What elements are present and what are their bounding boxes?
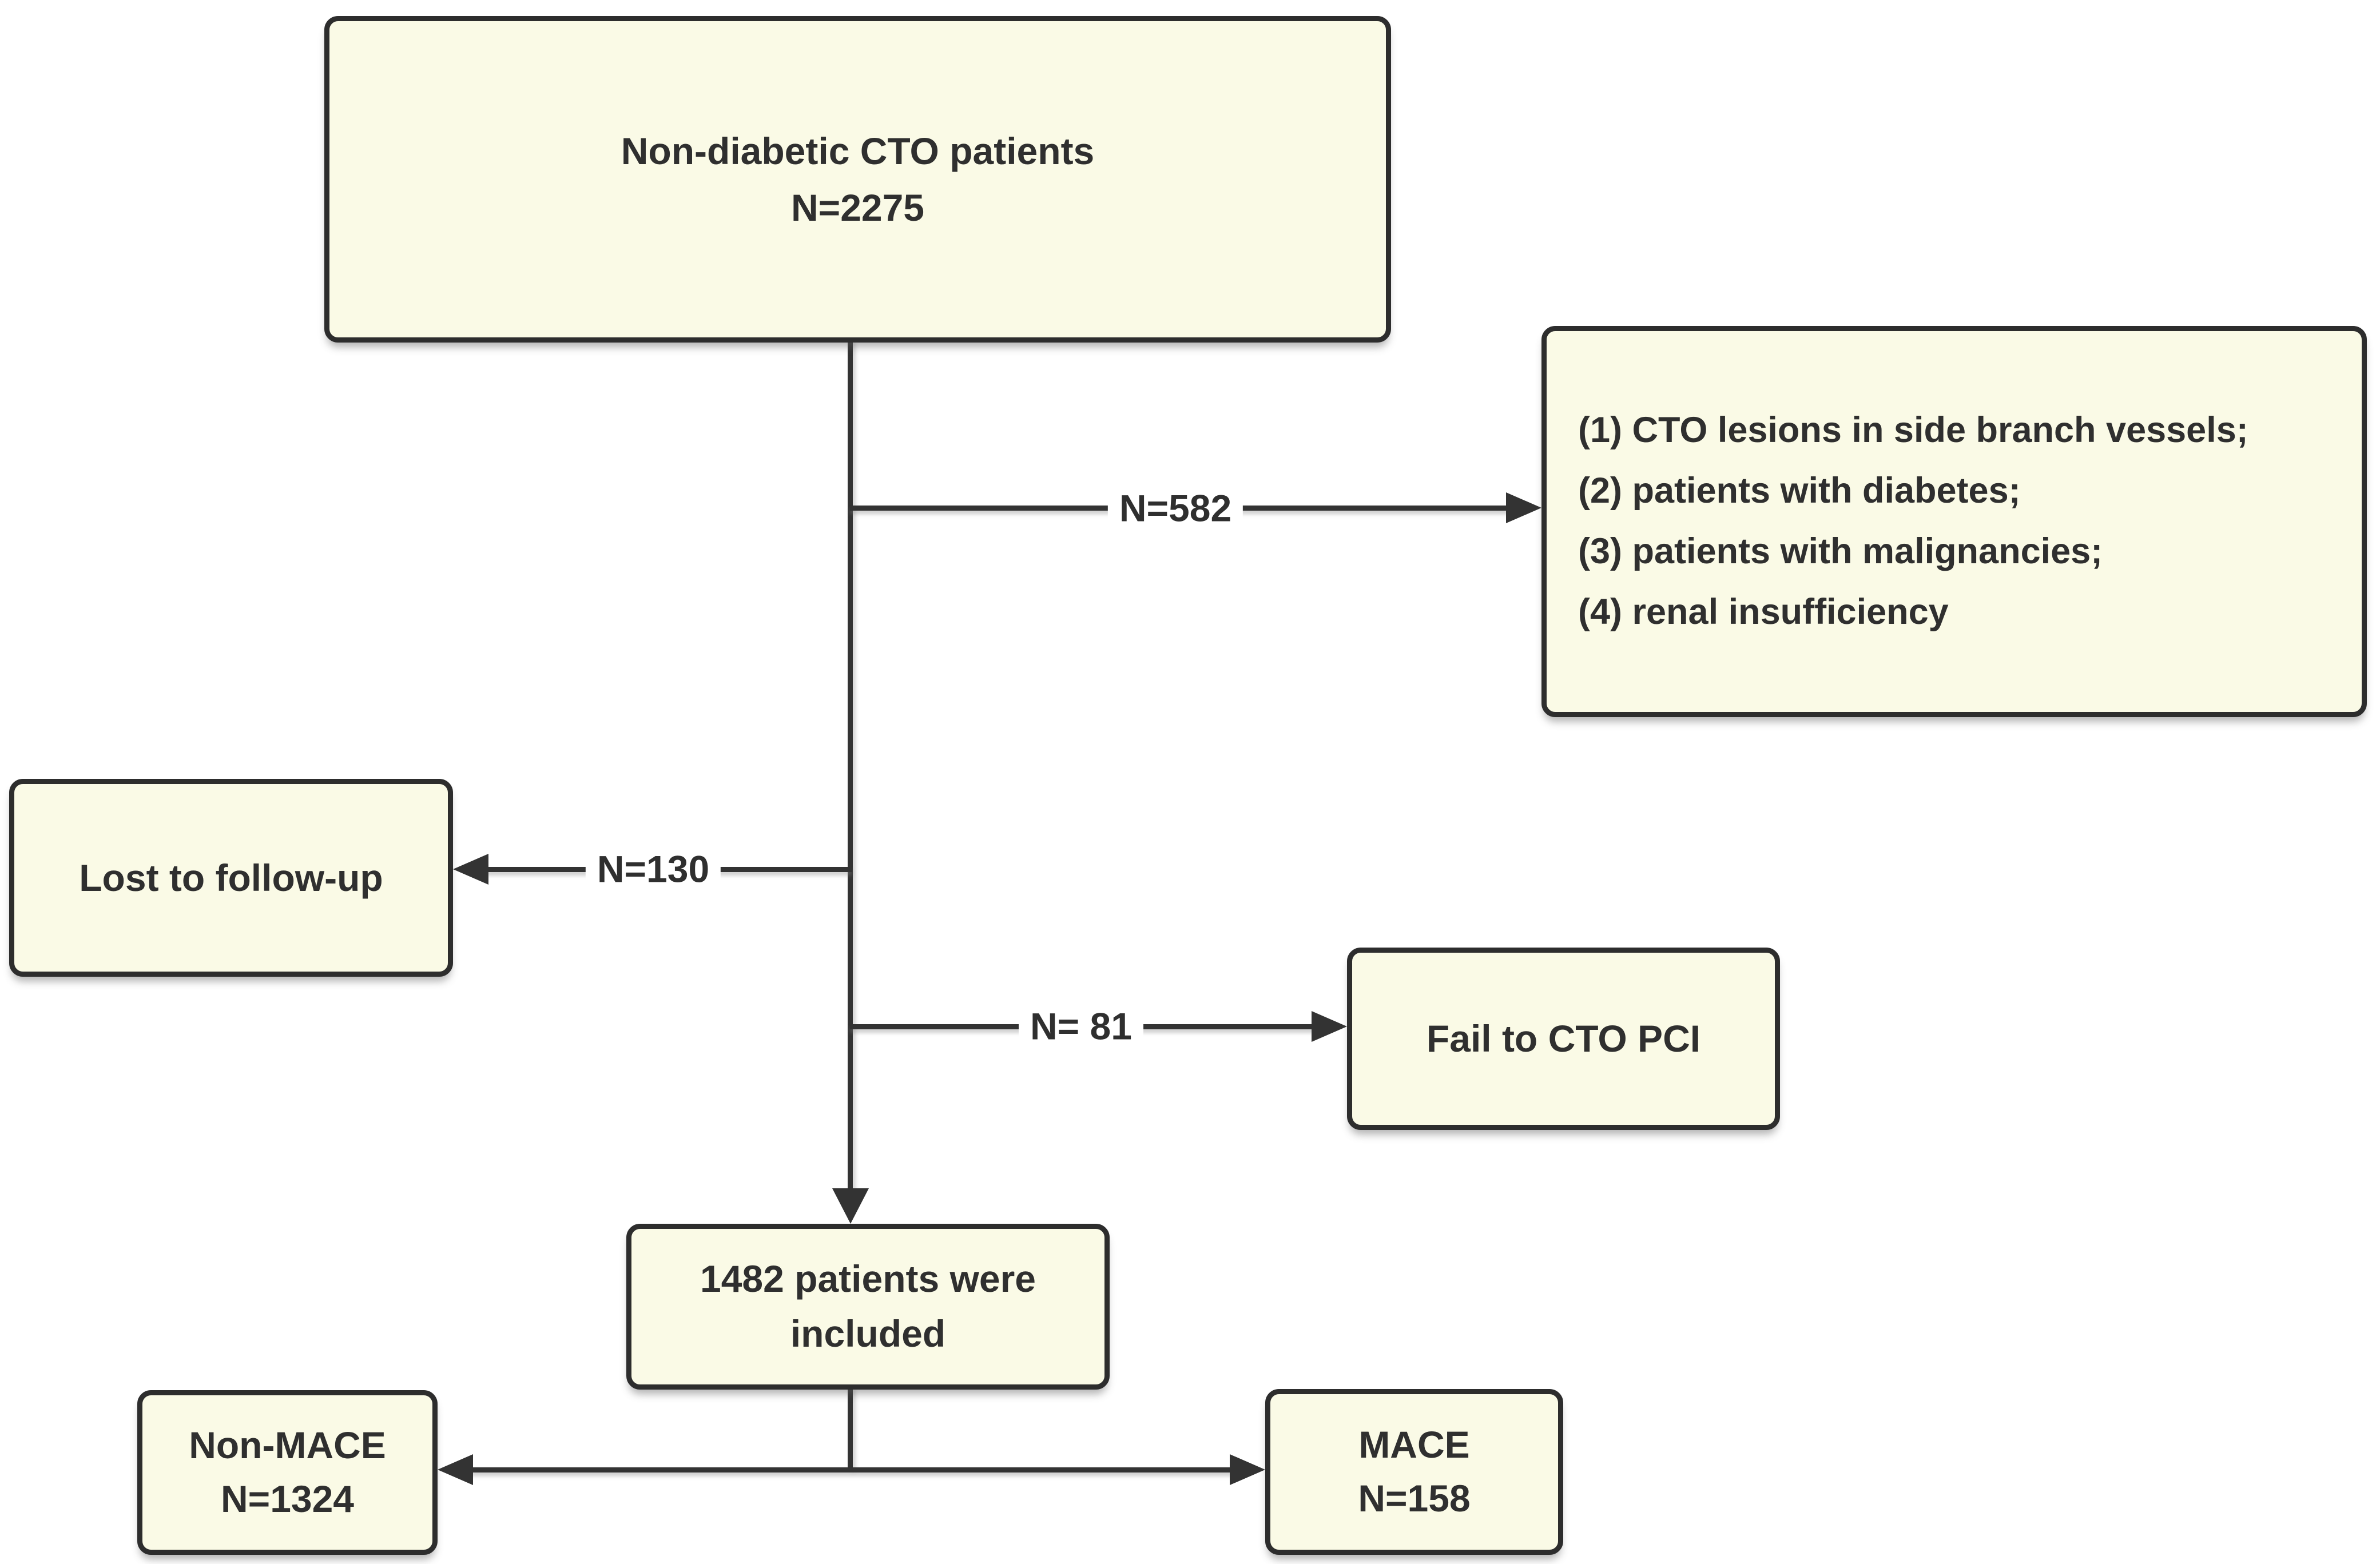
included-patients-box: 1482 patients were included xyxy=(626,1224,1110,1390)
mace-count: N=158 xyxy=(1358,1477,1471,1519)
lost-to-followup-box: Lost to follow-up xyxy=(9,779,453,977)
arrowhead-right-icon xyxy=(1506,492,1541,523)
non-mace-box: Non-MACE N=1324 xyxy=(137,1390,438,1555)
arrowhead-right-icon xyxy=(1230,1454,1265,1485)
trunk-line xyxy=(848,343,853,1192)
non-mace-count: N=1324 xyxy=(220,1478,355,1520)
included-patients-line1: 1482 patients were xyxy=(700,1257,1036,1300)
mace-title: MACE xyxy=(1358,1423,1470,1466)
exclusion-item-3: (3) patients with malignancies; xyxy=(1578,531,2103,571)
exclusion-item-2: (2) patients with diabetes; xyxy=(1578,471,2021,511)
arrowhead-left-icon xyxy=(438,1454,473,1485)
arrowhead-down-icon xyxy=(832,1188,869,1224)
fail-cto-pci-box: Fail to CTO PCI xyxy=(1347,948,1780,1130)
exclusion-criteria-box: (1) CTO lesions in side branch vessels; … xyxy=(1541,326,2367,717)
excluded-count-label: N=582 xyxy=(1107,485,1243,531)
top-box-title: Non-diabetic CTO patients xyxy=(621,129,1095,172)
included-to-split-line xyxy=(848,1390,853,1471)
mace-box: MACE N=158 xyxy=(1265,1389,1563,1555)
exclusion-item-4: (4) renal insufficiency xyxy=(1578,591,1949,632)
lost-count-label: N=130 xyxy=(585,846,721,892)
mace-split-line xyxy=(471,1467,1235,1473)
arrowhead-left-icon xyxy=(453,854,488,885)
included-patients-line2: included xyxy=(790,1312,946,1355)
fail-count-label: N= 81 xyxy=(1019,1004,1143,1049)
top-box-count: N=2275 xyxy=(790,186,925,229)
arrowhead-right-icon xyxy=(1312,1011,1347,1042)
fail-cto-pci-label: Fail to CTO PCI xyxy=(1426,1017,1701,1060)
lost-to-followup-label: Lost to follow-up xyxy=(79,856,383,899)
non-mace-title: Non-MACE xyxy=(189,1424,386,1467)
top-box-nondiabetic-cto: Non-diabetic CTO patients N=2275 xyxy=(324,16,1391,343)
exclusion-item-1: (1) CTO lesions in side branch vessels; xyxy=(1578,410,2248,451)
